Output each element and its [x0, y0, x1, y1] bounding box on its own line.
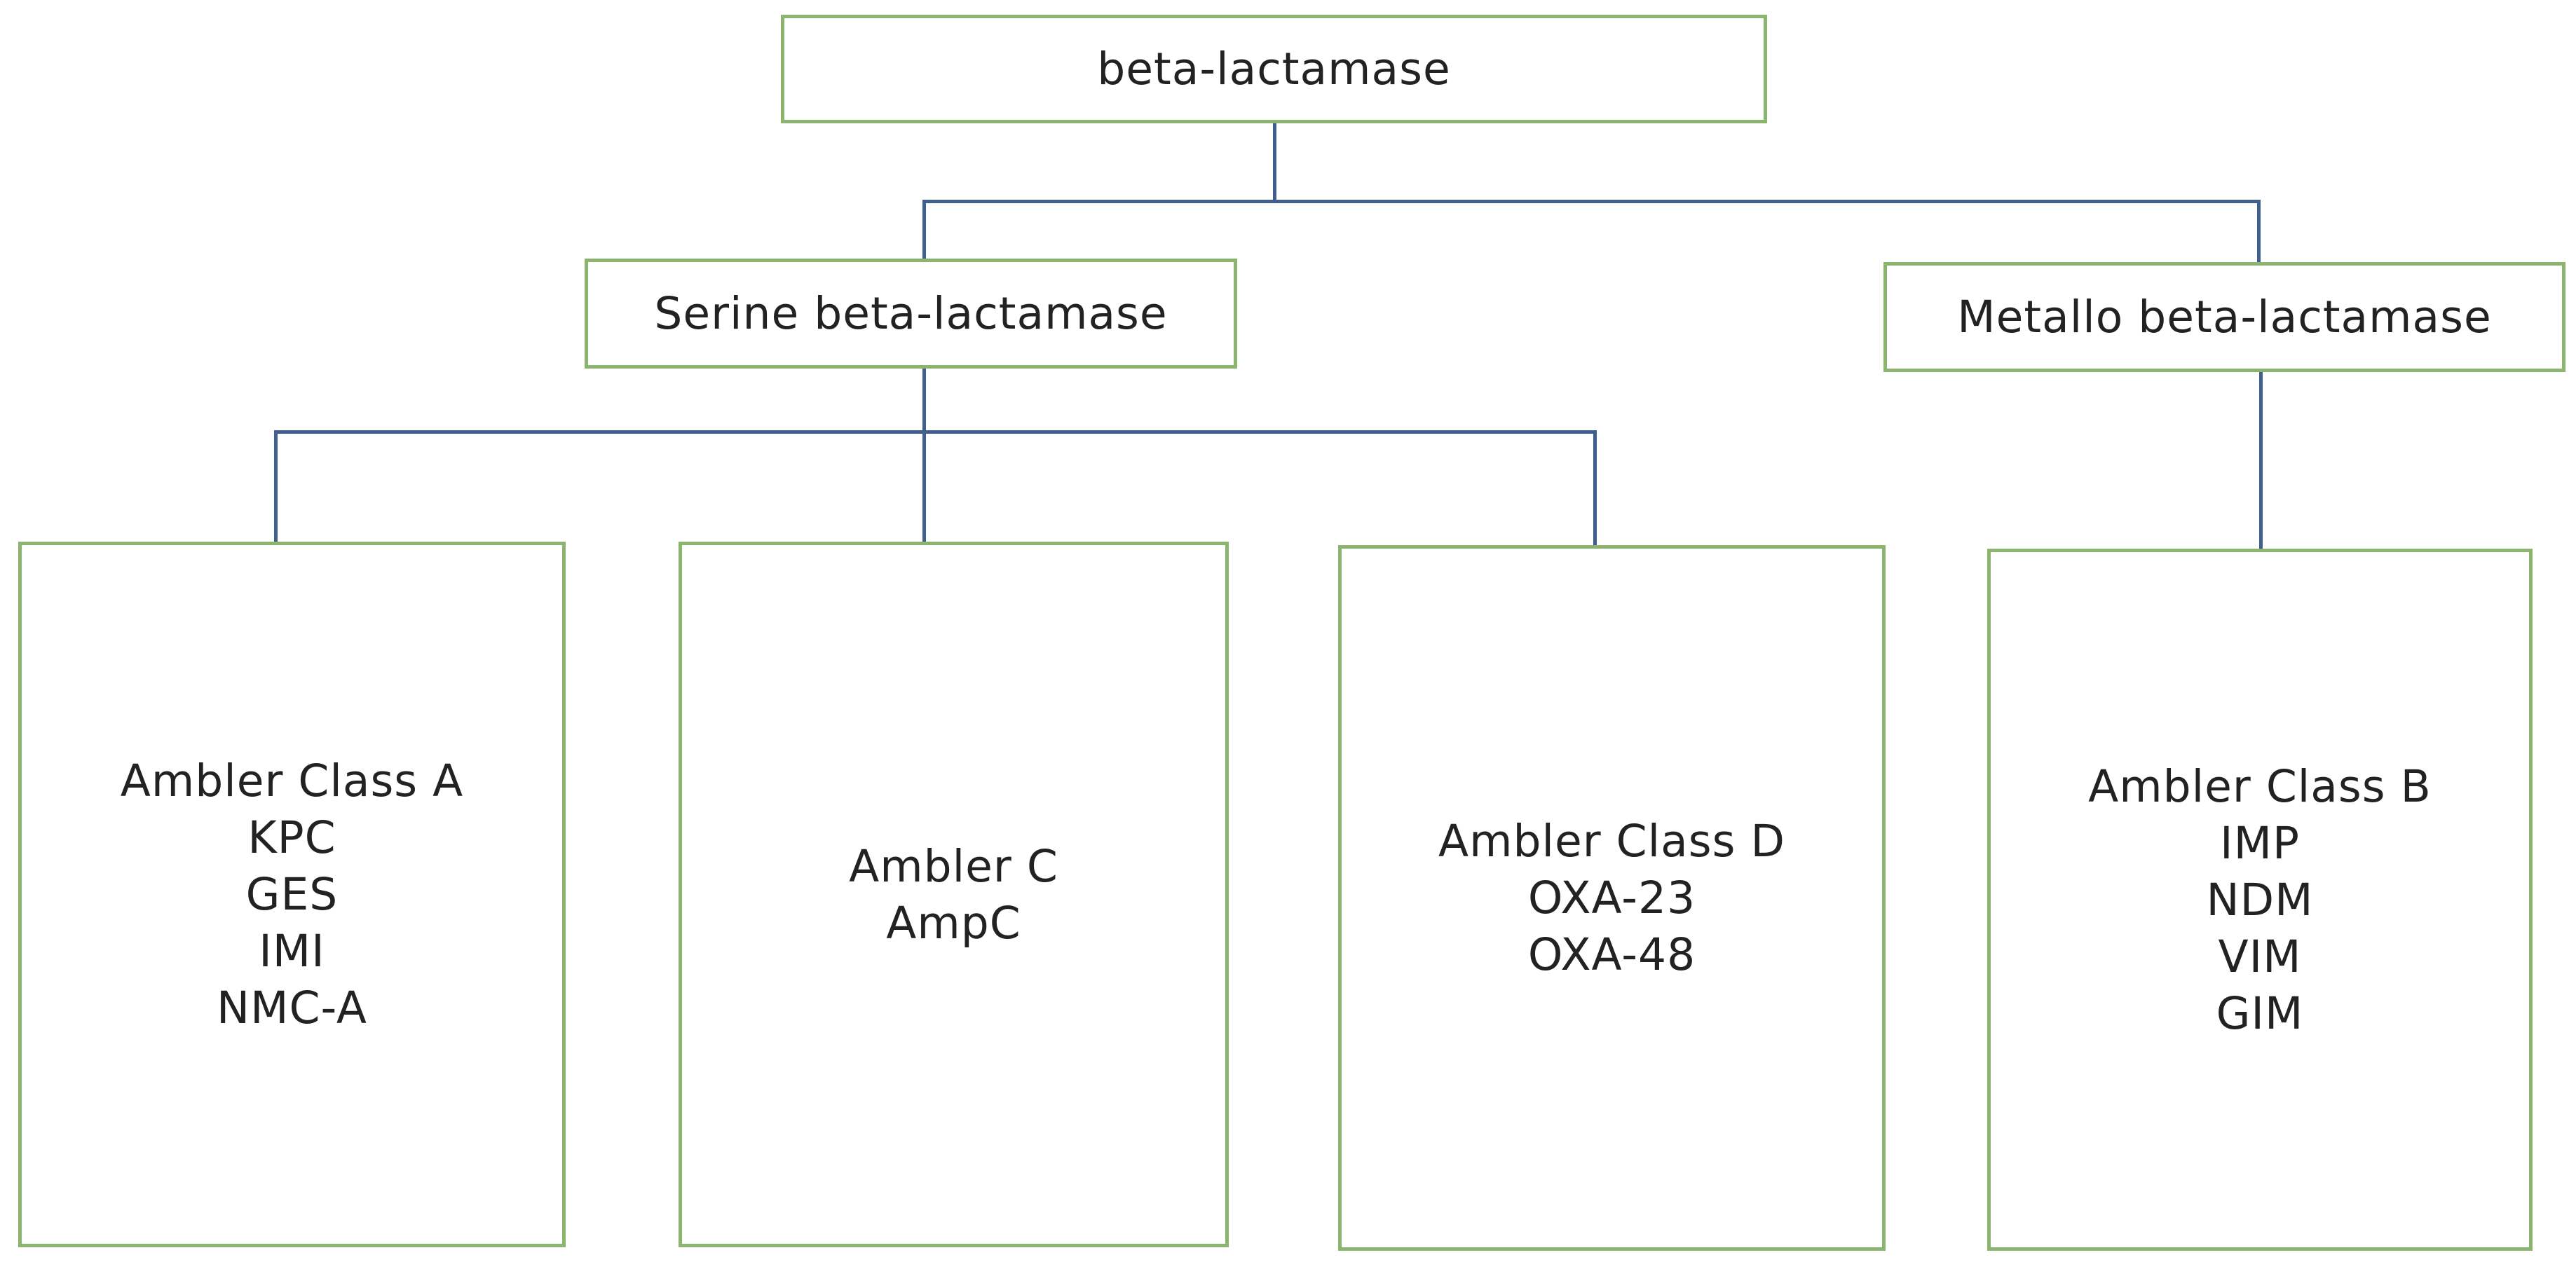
ambler-c-title: Ambler C — [849, 840, 1058, 892]
connector-metallo-down — [2259, 372, 2263, 549]
enzyme-oxa-23: OXA-23 — [1527, 872, 1696, 924]
enzyme-kpc: KPC — [247, 812, 336, 863]
enzyme-ampc: AmpC — [886, 897, 1021, 949]
ambler-class-b-content: Ambler Class B IMP NDM VIM GIM — [2088, 758, 2432, 1042]
ambler-class-d-title: Ambler Class D — [1438, 816, 1785, 867]
ambler-class-b-node: Ambler Class B IMP NDM VIM GIM — [1987, 549, 2533, 1251]
enzyme-nmc-a: NMC-A — [217, 982, 367, 1034]
root-node: beta-lactamase — [781, 15, 1767, 123]
connector-to-class-a — [274, 430, 278, 542]
ambler-class-a-title: Ambler Class A — [120, 755, 464, 807]
connector-serine-down — [922, 369, 926, 542]
ambler-c-node: Ambler C AmpC — [679, 542, 1229, 1247]
connector-to-class-d — [1593, 430, 1597, 545]
ambler-class-b-title: Ambler Class B — [2088, 760, 2432, 812]
ambler-class-a-node: Ambler Class A KPC GES IMI NMC-A — [18, 542, 566, 1247]
metallo-beta-lactamase-node: Metallo beta-lactamase — [1883, 262, 2565, 372]
enzyme-vim: VIM — [2218, 931, 2302, 982]
enzyme-imp: IMP — [2220, 817, 2300, 869]
ambler-class-d-content: Ambler Class D OXA-23 OXA-48 — [1438, 813, 1785, 983]
connector-serine-horizontal — [274, 430, 1597, 434]
serine-beta-lactamase-node: Serine beta-lactamase — [585, 259, 1237, 369]
connector-root-down — [1273, 123, 1276, 203]
enzyme-gim: GIM — [2216, 987, 2304, 1039]
connector-to-serine — [922, 200, 926, 259]
serine-beta-lactamase-label: Serine beta-lactamase — [654, 287, 1168, 339]
enzyme-ndm: NDM — [2206, 874, 2314, 926]
root-node-label: beta-lactamase — [1097, 43, 1451, 95]
ambler-class-a-content: Ambler Class A KPC GES IMI NMC-A — [121, 753, 464, 1036]
enzyme-ges: GES — [245, 869, 339, 920]
connector-level2-horizontal — [922, 200, 2261, 203]
connector-to-metallo — [2257, 200, 2261, 262]
ambler-class-d-node: Ambler Class D OXA-23 OXA-48 — [1338, 545, 1886, 1251]
enzyme-imi: IMI — [259, 926, 325, 977]
metallo-beta-lactamase-label: Metallo beta-lactamase — [1957, 291, 2492, 343]
enzyme-oxa-48: OXA-48 — [1527, 929, 1696, 980]
ambler-c-content: Ambler C AmpC — [849, 838, 1058, 952]
